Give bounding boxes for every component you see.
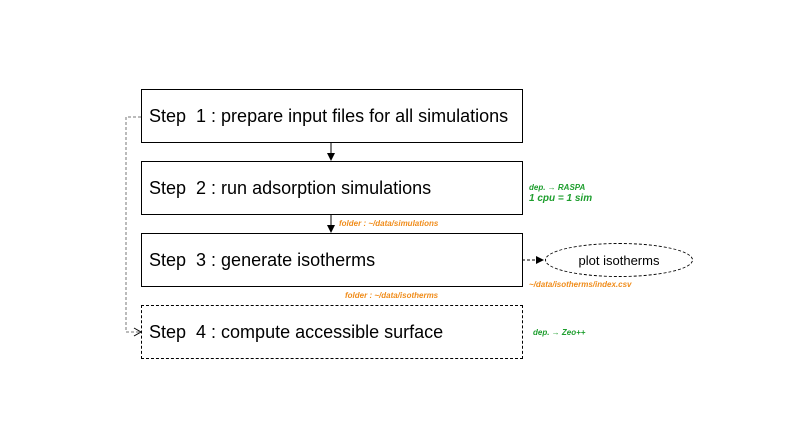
step2-dependency-note: dep. → RASPA [529,183,586,192]
step-2-box[interactable]: Step 2 : run adsorption simulations [141,161,523,215]
step-2-label: run adsorption simulations [221,177,432,198]
plot-isotherms-label: plot isotherms [578,252,660,268]
step-3-box[interactable]: Step 3 : generate isotherms [141,233,523,287]
arrow-step1-to-step4 [125,116,141,333]
step-4-box[interactable]: Step 4 : compute accessible surface [141,305,523,359]
step-2-prefix: Step 2 : [149,177,222,198]
step-3-label: generate isotherms [221,249,376,270]
step-1-box[interactable]: Step 1 : prepare input files for all sim… [141,89,523,143]
step-1-prefix: Step 1 : [149,105,222,126]
folder-isotherms-note: folder : ~/data/isotherms [345,291,439,300]
step2-cpu-note: 1 cpu = 1 sim [529,193,593,204]
folder-simulations-note: folder : ~/data/simulations [339,219,439,228]
plot-isotherms-node[interactable]: plot isotherms [545,243,693,277]
index-file-note: ~/data/isotherms/index.csv [529,280,632,289]
step4-dependency-note: dep. → Zeo++ [533,328,586,337]
step-3-prefix: Step 3 : [149,249,222,270]
step-4-label: compute accessible surface [221,321,444,342]
step-4-prefix: Step 4 : [149,321,222,342]
step-1-label: prepare input files for all simulations [221,105,509,126]
